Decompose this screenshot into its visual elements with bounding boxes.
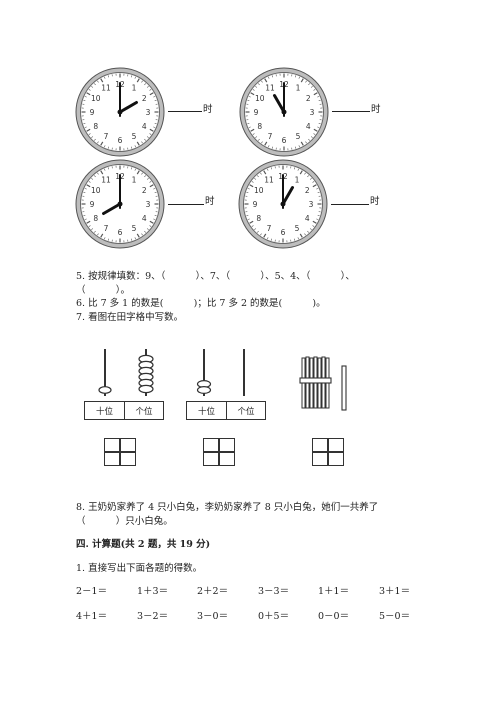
question-7: 7. 看图在田字格中写数。: [76, 312, 184, 323]
clock-face-icon: 121234567891011: [75, 159, 165, 249]
hour-hand: [118, 101, 138, 114]
question-5-line2: （ ）。: [76, 285, 130, 296]
exercise-item: 2－1＝: [76, 586, 108, 597]
clock-number: 8: [256, 214, 261, 223]
clock-number: 9: [254, 108, 259, 117]
clock-number: 2: [142, 94, 147, 103]
clock-number: 5: [296, 132, 301, 141]
clock-number: 4: [306, 122, 311, 131]
clock-number: 1: [132, 176, 137, 185]
hour-hand: [273, 94, 286, 114]
ones-label: 个位: [237, 406, 255, 417]
exercise-item: 1＋1＝: [318, 586, 350, 597]
answer-line-3: [168, 204, 204, 205]
clock-number: 1: [295, 176, 300, 185]
clock-number: 2: [305, 186, 310, 195]
question-5-line1: 5. 按规律填数：9、（ ）、7、（ ）、5、4、（ ）、: [76, 271, 355, 282]
clock-number: 3: [146, 108, 151, 117]
clock-face-icon: 121234567891011: [75, 67, 165, 157]
clock-number: 11: [264, 176, 274, 185]
exercise-item: 5－0＝: [379, 611, 411, 622]
clock-number: 8: [257, 122, 262, 131]
clock-number: 2: [306, 94, 311, 103]
exercise-item: 0－0＝: [318, 611, 350, 622]
clock-number: 1: [296, 84, 301, 93]
clock-3: 121234567891011: [74, 158, 166, 250]
clock-number: 10: [254, 186, 264, 195]
clock-number: 8: [93, 214, 98, 223]
clock-number: 6: [118, 136, 123, 145]
clock-number: 4: [142, 214, 147, 223]
clock-number: 7: [268, 132, 273, 141]
clock-number: 5: [295, 224, 300, 233]
tianzige-2[interactable]: [203, 438, 235, 466]
exercise-item: 1＋3＝: [137, 586, 169, 597]
place-value-box-2: 十位 个位: [186, 401, 266, 420]
clock-1: 121234567891011: [74, 66, 166, 158]
exercise-item: 4＋1＝: [76, 611, 108, 622]
clock-number: 6: [118, 228, 123, 237]
exercise-item: 3－0＝: [197, 611, 229, 622]
clock-number: 6: [282, 136, 287, 145]
clock-number: 11: [101, 176, 111, 185]
abacus-rods-icon: [196, 349, 245, 396]
tens-label: 十位: [95, 406, 113, 417]
exercise-item: 3－3＝: [258, 586, 290, 597]
clock-number: 4: [305, 214, 310, 223]
hour-label-3: 时: [205, 196, 215, 207]
clock-number: 10: [91, 186, 101, 195]
exercise-item: 0＋5＝: [258, 611, 290, 622]
clock-number: 3: [309, 200, 314, 209]
tianzige-3[interactable]: [312, 438, 344, 466]
tianzige-1[interactable]: [104, 438, 136, 466]
clock-2: 121234567891011: [238, 66, 330, 158]
clock-number: 2: [142, 186, 147, 195]
hour-hand: [281, 186, 294, 206]
clock-number: 6: [281, 228, 286, 237]
clock-number: 8: [93, 122, 98, 131]
hour-hand: [102, 202, 122, 215]
clock-number: 3: [146, 200, 151, 209]
abacus-rods-icon: [98, 349, 154, 396]
exercise-item: 3－2＝: [137, 611, 169, 622]
clock-number: 10: [91, 94, 101, 103]
clock-number: 9: [90, 200, 95, 209]
clock-number: 11: [265, 84, 275, 93]
clock-number: 9: [253, 200, 258, 209]
clock-number: 11: [101, 84, 111, 93]
question-6: 6. 比 7 多 1 的数是( )；比 7 多 2 的数是( )。: [76, 298, 326, 309]
clock-face-icon: 121234567891011: [239, 67, 329, 157]
tens-label: 十位: [197, 406, 215, 417]
answer-line-1: [168, 111, 202, 112]
hour-label-2: 时: [371, 104, 381, 115]
clock-number: 7: [104, 224, 109, 233]
clock-4: 121234567891011: [237, 158, 329, 250]
question-8-line1: 8. 王奶奶家养了 4 只小白兔，李奶奶家养了 8 只小白兔，她们一共养了: [76, 502, 379, 513]
exercise-item: 3＋1＝: [379, 586, 411, 597]
clock-number: 5: [132, 224, 137, 233]
answer-line-2: [332, 111, 370, 112]
clock-number: 4: [142, 122, 147, 131]
clock-number: 7: [267, 224, 272, 233]
clock-number: 9: [90, 108, 95, 117]
exercise-item: 2＋2＝: [197, 586, 229, 597]
hour-label-1: 时: [203, 104, 213, 115]
clock-number: 3: [310, 108, 315, 117]
answer-line-4: [331, 204, 369, 205]
clock-number: 1: [132, 84, 137, 93]
clock-number: 7: [104, 132, 109, 141]
ones-label: 个位: [135, 406, 153, 417]
clock-number: 10: [255, 94, 265, 103]
hour-label-4: 时: [370, 196, 380, 207]
calc-question-1: 1. 直接写出下面各题的得数。: [76, 563, 203, 574]
question-8-line2: （ ）只小白兔。: [76, 516, 173, 527]
section-4-title: 四. 计算题(共 2 题，共 19 分): [76, 539, 211, 550]
place-value-box-1: 十位 个位: [84, 401, 164, 420]
clock-number: 5: [132, 132, 137, 141]
clock-face-icon: 121234567891011: [238, 159, 328, 249]
stick-bundle-icon: [299, 356, 347, 411]
